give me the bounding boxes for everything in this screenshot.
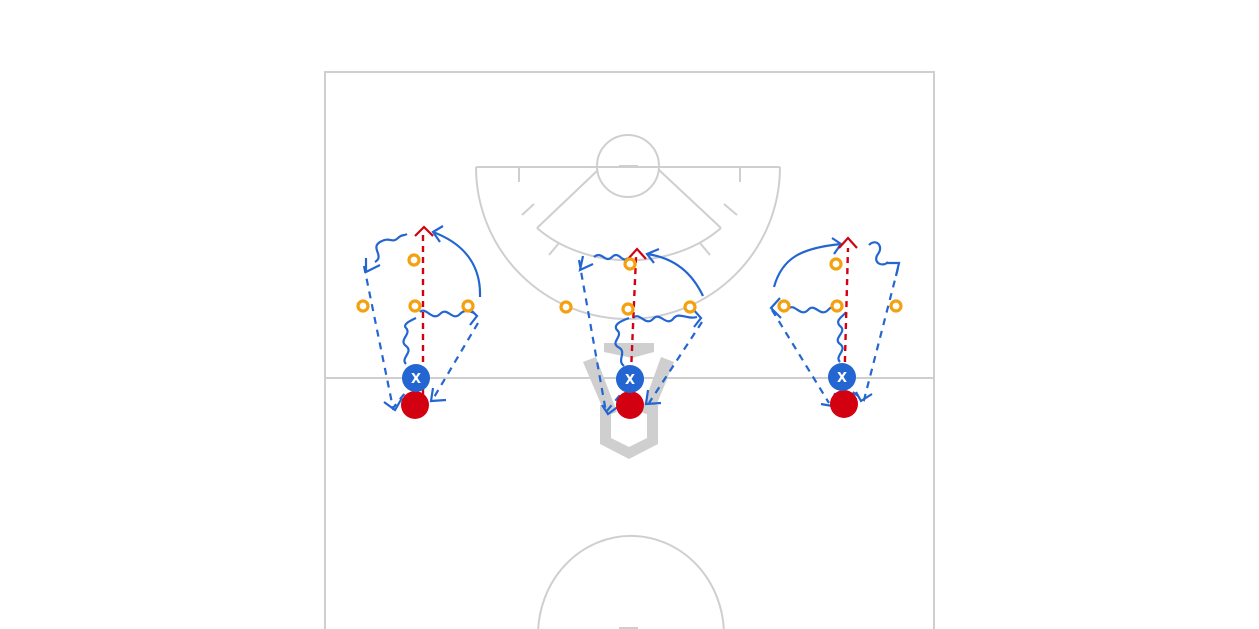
station-left: X: [356, 225, 482, 419]
defender-icon: [402, 364, 430, 392]
offensive-player-icon: [616, 391, 644, 419]
defense-slide-path: [432, 322, 479, 400]
cone-icon: [777, 299, 791, 313]
curl-path: [432, 230, 482, 298]
arrowhead: [645, 247, 660, 264]
arrowhead: [886, 261, 901, 277]
cone-icon: [559, 300, 573, 314]
cone-icon: [356, 299, 370, 313]
key-line-left: [536, 169, 599, 229]
dribble-path: [402, 317, 417, 365]
hash-mark: [521, 203, 535, 216]
pass-arrowhead: [414, 225, 434, 237]
cone-icon: [621, 302, 635, 316]
key-arc: [536, 227, 722, 262]
cone-icon: [407, 253, 421, 267]
arrowhead: [383, 397, 403, 412]
dribble-path: [593, 253, 629, 261]
court-boundary: [324, 71, 935, 629]
arrowhead: [578, 255, 594, 272]
arrowhead: [691, 307, 703, 328]
arrowhead: [429, 387, 447, 403]
station-right: X: [769, 236, 903, 418]
center-circle: [596, 134, 660, 198]
dribble-path: [868, 241, 889, 266]
arrowhead: [601, 404, 620, 416]
dribble-path: [836, 311, 847, 363]
pass-arrowhead: [838, 236, 858, 249]
cone-icon: [461, 299, 475, 313]
arrowhead: [855, 391, 873, 403]
offensive-player-icon: [830, 390, 858, 418]
dribble-path: [632, 314, 698, 323]
curl-path: [772, 242, 842, 288]
key-line-right: [658, 169, 722, 229]
cone-icon: [623, 257, 637, 271]
arrowhead: [831, 237, 843, 255]
defender-icon: [616, 365, 644, 393]
dribble-path: [374, 233, 408, 263]
hash-mark: [699, 242, 711, 256]
cone-icon: [408, 299, 422, 313]
offensive-player-icon: [401, 391, 429, 419]
defender-icon: [828, 363, 856, 391]
station-center: X: [559, 247, 704, 419]
arrowhead: [769, 297, 782, 319]
cone-icon: [683, 300, 697, 314]
hash-mark: [548, 242, 560, 256]
defender-label: X: [625, 373, 635, 388]
arrowhead: [364, 258, 381, 274]
cone-icon: [830, 299, 844, 313]
cone-icon: [889, 299, 903, 313]
arrowhead: [431, 225, 444, 243]
three-point-arc: [475, 166, 781, 320]
cone-icon: [829, 257, 843, 271]
curl-path: [646, 252, 704, 297]
pass-arrowhead: [627, 247, 647, 260]
bottom-circle: [537, 534, 725, 629]
arrowhead: [644, 389, 662, 406]
dribble-path: [614, 316, 630, 367]
defense-slide-path: [771, 309, 830, 404]
defender-label: X: [411, 372, 421, 387]
hash-mark: [723, 203, 738, 216]
defender-label: X: [837, 371, 847, 386]
defense-slide-path: [648, 321, 703, 404]
